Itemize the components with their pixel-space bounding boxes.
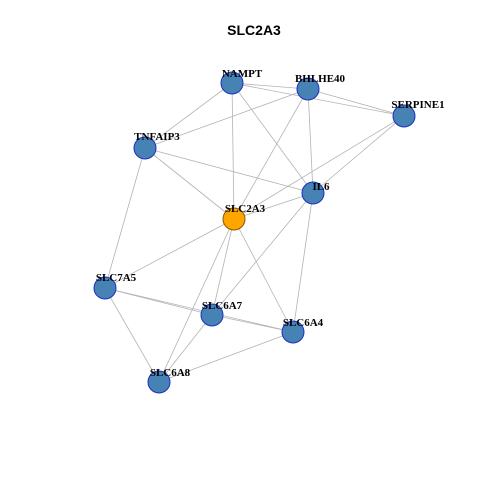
node-label-slc6a4: SLC6A4 xyxy=(283,317,324,329)
node-serpine1[interactable] xyxy=(392,104,416,128)
edge-slc7a5-slc6a4 xyxy=(104,287,294,333)
edge-nampt-bhlhe40 xyxy=(231,82,309,90)
node-layer xyxy=(93,71,416,394)
diagram-title: SLC2A3 xyxy=(227,22,281,38)
node-label-slc2a3: SLC2A3 xyxy=(225,203,266,215)
node-slc2a3[interactable] xyxy=(222,207,246,231)
edge-nampt-tnfaip3 xyxy=(144,82,233,149)
node-slc6a4[interactable] xyxy=(281,320,305,344)
edge-slc7a5-slc6a8 xyxy=(104,287,160,383)
edge-il6-slc2a3 xyxy=(233,192,314,220)
edge-il6-slc6a7 xyxy=(211,192,314,316)
node-label-tnfaip3: TNFAIP3 xyxy=(134,131,180,143)
node-label-bhlhe40: BHLHE40 xyxy=(295,73,346,85)
edge-layer xyxy=(104,82,405,383)
edge-tnfaip3-slc7a5 xyxy=(104,147,146,289)
edge-bhlhe40-serpine1 xyxy=(307,88,405,117)
edge-slc2a3-slc6a7 xyxy=(211,218,235,316)
edge-slc2a3-slc6a4 xyxy=(233,218,294,333)
node-label-serpine1: SERPINE1 xyxy=(391,99,444,111)
node-label-il6: IL6 xyxy=(312,181,330,193)
node-label-slc6a8: SLC6A8 xyxy=(150,367,191,379)
edge-nampt-il6 xyxy=(231,82,314,194)
node-nampt[interactable] xyxy=(220,71,244,95)
node-label-slc7a5: SLC7A5 xyxy=(96,272,137,284)
edge-tnfaip3-slc2a3 xyxy=(144,147,235,220)
node-il6[interactable] xyxy=(301,181,325,205)
edge-nampt-slc2a3 xyxy=(231,82,235,220)
edge-serpine1-slc2a3 xyxy=(233,115,405,220)
node-slc7a5[interactable] xyxy=(93,276,117,300)
node-slc6a7[interactable] xyxy=(200,303,224,327)
edge-slc6a7-slc6a4 xyxy=(211,314,294,333)
node-label-nampt: NAMPT xyxy=(222,68,263,80)
edge-nampt-serpine1 xyxy=(231,82,405,117)
edge-slc2a3-slc7a5 xyxy=(104,218,235,289)
node-tnfaip3[interactable] xyxy=(133,136,157,160)
edge-slc2a3-slc6a8 xyxy=(158,218,235,383)
edge-bhlhe40-il6 xyxy=(307,88,314,194)
node-bhlhe40[interactable] xyxy=(296,77,320,101)
node-slc6a8[interactable] xyxy=(147,370,171,394)
node-label-slc6a7: SLC6A7 xyxy=(202,300,243,312)
edge-il6-slc6a4 xyxy=(292,192,314,333)
label-layer: NAMPT BHLHE40SERPINE1TNFAIP3IL6SLC2A3SLC7… xyxy=(96,68,445,379)
edge-tnfaip3-il6 xyxy=(144,147,314,194)
edge-bhlhe40-tnfaip3 xyxy=(144,88,309,149)
edge-serpine1-il6 xyxy=(312,115,405,194)
edge-bhlhe40-slc2a3 xyxy=(233,88,309,220)
edge-slc6a4-slc6a8 xyxy=(158,331,294,383)
edge-slc6a7-slc6a8 xyxy=(158,314,213,383)
